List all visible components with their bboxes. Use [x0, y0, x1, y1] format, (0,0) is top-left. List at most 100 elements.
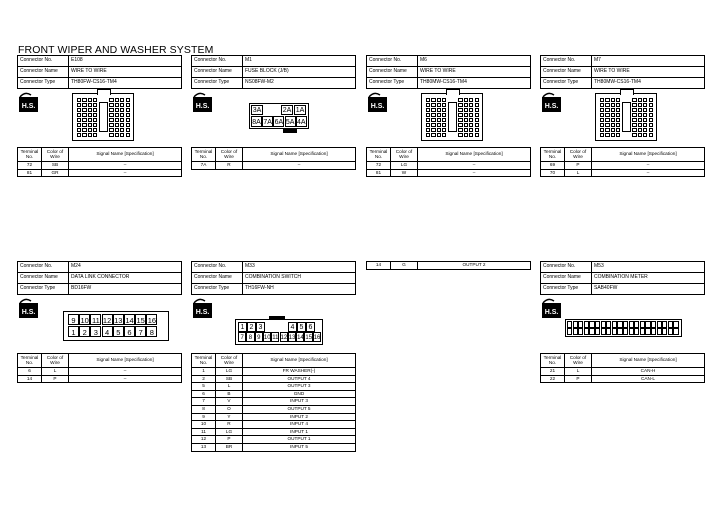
- pin-cell: [605, 98, 610, 102]
- pin-cell: [436, 98, 441, 102]
- terminal-no: 11: [191, 427, 216, 437]
- pin-cell: [469, 128, 474, 132]
- pin-cell: [632, 113, 637, 117]
- signal-name: –: [591, 168, 705, 178]
- color-of-wire-header: Color of Wire: [215, 353, 243, 368]
- pin-label: 16: [312, 332, 321, 342]
- connector-number-value: M6: [417, 55, 531, 67]
- pin-cell: [436, 133, 441, 137]
- terminal-no: 14: [17, 374, 42, 384]
- pin-cell: [639, 321, 645, 328]
- pin-cell: [82, 113, 87, 117]
- wire-color: L: [564, 367, 592, 376]
- pin-cell: [605, 128, 610, 132]
- connector-number-value: E108: [68, 55, 182, 67]
- pin-cell: [600, 128, 605, 132]
- pin-cell: [600, 328, 606, 335]
- pin-cell: [442, 113, 447, 117]
- pin-cell: [617, 321, 623, 328]
- wire-color: SB: [215, 374, 243, 384]
- pin-cell: [589, 328, 595, 335]
- pin-label: 1: [68, 326, 79, 337]
- pin-cell: [583, 321, 589, 328]
- signal-name: CAN-L: [591, 374, 705, 384]
- color-of-wire-header: Color of Wire: [41, 353, 69, 368]
- connector-number-label: Connector No.: [366, 55, 418, 67]
- pin-cell: [426, 128, 431, 132]
- pin-cell: [643, 128, 648, 132]
- pin-label: 12: [279, 332, 288, 342]
- connector-face-diagram: [421, 89, 483, 141]
- pin-cell: [463, 118, 468, 122]
- pin-cell: [469, 123, 474, 127]
- pin-cell: [109, 113, 114, 117]
- wire-color: V: [215, 397, 243, 406]
- connector-name-label: Connector Name: [17, 66, 69, 78]
- terminal-no: 72: [366, 161, 391, 170]
- pin-label: 8: [146, 326, 158, 337]
- terminal-no: 7: [191, 397, 216, 406]
- pin-cell: [114, 128, 119, 132]
- pin-cell: [77, 108, 82, 112]
- pin-label: 8: [246, 332, 255, 342]
- pin-cell: [458, 133, 463, 137]
- pin-cell: [606, 321, 612, 328]
- pin-cell: [458, 113, 463, 117]
- pin-label: 11: [90, 314, 102, 325]
- pin-label: 14: [124, 314, 135, 325]
- pin-cell: [469, 133, 474, 137]
- pin-cell: [77, 123, 82, 127]
- connector-name-label: Connector Name: [191, 272, 243, 284]
- pin-label: 1A: [294, 105, 306, 115]
- terminal-no-header: Terminal No.: [540, 147, 565, 162]
- pin-cell: [616, 108, 621, 112]
- header-row: Connector No.M33: [191, 261, 356, 273]
- terminal-no: 72: [17, 161, 42, 170]
- header-row: Connector No.M53: [540, 261, 705, 273]
- pin-cell: [632, 108, 637, 112]
- pin-cell: [458, 118, 463, 122]
- pin-cell: [616, 118, 621, 122]
- pin-label: 4A: [295, 116, 307, 127]
- pin-cell: [431, 98, 436, 102]
- pin-cell: [436, 123, 441, 127]
- signal-name-header: Signal Name [Specification]: [68, 147, 182, 162]
- wire-color: P: [41, 374, 69, 384]
- wire-color: LG: [215, 427, 243, 437]
- pin-label: 13: [112, 314, 124, 325]
- pin-cell: [645, 328, 651, 335]
- pin-cell: [93, 108, 98, 112]
- pin-label: 11: [271, 332, 280, 342]
- pin-cell: [125, 108, 130, 112]
- pin-cell: [600, 103, 605, 107]
- pin-cell: [77, 133, 82, 137]
- connector-name-value: DATA LINK CONNECTOR: [68, 272, 182, 284]
- signal-name: –: [417, 161, 531, 170]
- pin-cell: [610, 133, 615, 137]
- signal-name: –: [68, 374, 182, 384]
- pin-cell: [93, 118, 98, 122]
- terminal-no: 10: [191, 420, 216, 429]
- pin-cell: [616, 133, 621, 137]
- pin-cell: [648, 133, 653, 137]
- pin-cell: [643, 113, 648, 117]
- pin-cell: [572, 328, 578, 335]
- header-row: Connector No.M7: [540, 55, 705, 67]
- pin-cell: [463, 128, 468, 132]
- pin-cell: [643, 133, 648, 137]
- pin-cell: [610, 108, 615, 112]
- terminal-no: 21: [540, 367, 565, 376]
